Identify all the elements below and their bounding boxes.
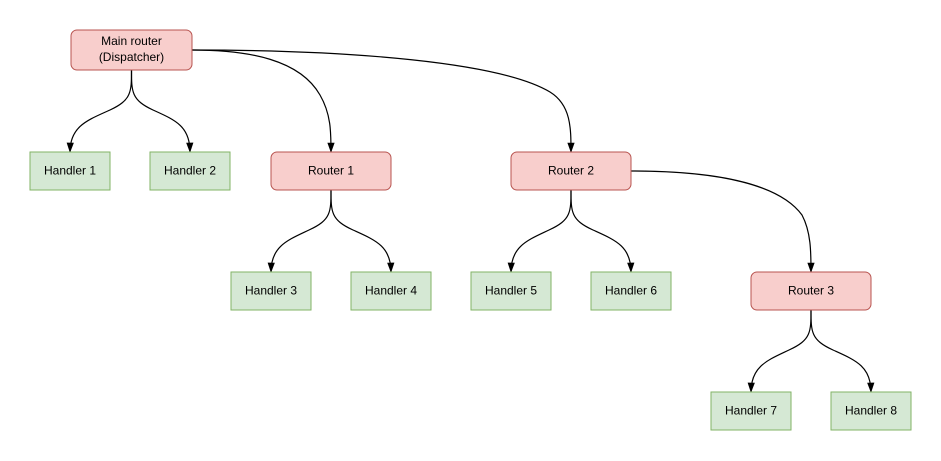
edge-line (130, 69, 191, 153)
edge-arrowhead-icon (507, 262, 515, 273)
diagram-node-handler-8[interactable]: Handler 8 (830, 391, 912, 431)
nodes-layer: Main router (Dispatcher) Handler 1 Handler … (29, 29, 912, 431)
diagram-node-router-1[interactable]: Router 1 (270, 151, 392, 191)
diagram-edge (191, 49, 335, 153)
handler-box[interactable] (470, 271, 552, 311)
handler-box[interactable] (830, 391, 912, 431)
node-label: Router 2 (548, 164, 594, 178)
node-label: Handler 4 (365, 284, 417, 298)
edge-line (750, 309, 812, 393)
node-label: Handler 1 (44, 164, 96, 178)
diagram-node-handler-1[interactable]: Handler 1 (29, 151, 111, 191)
edge-line (810, 309, 872, 393)
node-label: Router 1 (308, 164, 354, 178)
diagram-node-handler-3[interactable]: Handler 3 (230, 271, 312, 311)
edge-arrowhead-icon (327, 142, 335, 153)
diagram-edge (191, 49, 575, 153)
handler-box[interactable] (149, 151, 231, 191)
node-label: Handler 5 (485, 284, 537, 298)
edge-line (510, 189, 572, 273)
diagram-edge (267, 189, 332, 273)
handler-box[interactable] (350, 271, 432, 311)
diagram-edge (570, 189, 635, 273)
router-box[interactable] (750, 271, 872, 311)
diagram-edge (330, 189, 395, 273)
diagram-node-handler-2[interactable]: Handler 2 (149, 151, 231, 191)
edge-arrowhead-icon (66, 142, 74, 153)
edge-line (191, 49, 332, 153)
diagram-node-handler-7[interactable]: Handler 7 (710, 391, 792, 431)
edge-arrowhead-icon (267, 262, 275, 273)
handler-box[interactable] (710, 391, 792, 431)
handler-box[interactable] (590, 271, 672, 311)
diagram-node-handler-4[interactable]: Handler 4 (350, 271, 432, 311)
diagram-node-router-2[interactable]: Router 2 (510, 151, 632, 191)
edge-arrowhead-icon (186, 142, 194, 153)
router-box[interactable] (70, 29, 193, 71)
node-label: Router 3 (788, 284, 834, 298)
node-label-line-2: (Dispatcher) (99, 50, 164, 64)
handler-box[interactable] (29, 151, 111, 191)
diagram-edge (507, 189, 572, 273)
edge-line (330, 189, 392, 273)
node-label-line-1: Main router (101, 34, 162, 48)
edge-line (69, 69, 133, 153)
diagram-edge (66, 69, 133, 153)
edge-arrowhead-icon (627, 262, 635, 273)
diagram-edge (630, 170, 815, 273)
edge-arrowhead-icon (747, 382, 755, 393)
node-label: Handler 2 (164, 164, 216, 178)
edge-line (270, 189, 332, 273)
diagram-node-handler-5[interactable]: Handler 5 (470, 271, 552, 311)
edge-line (191, 49, 572, 153)
diagram-edge (810, 309, 875, 393)
diagram-node-handler-6[interactable]: Handler 6 (590, 271, 672, 311)
diagram-edge (130, 69, 194, 153)
diagram-node-main-router[interactable]: Main router (Dispatcher) (70, 29, 193, 71)
node-label: Handler 8 (845, 404, 897, 418)
edge-arrowhead-icon (387, 262, 395, 273)
edge-arrowhead-icon (867, 382, 875, 393)
diagram-edge (747, 309, 812, 393)
edge-line (630, 170, 812, 273)
handler-box[interactable] (230, 271, 312, 311)
router-box[interactable] (270, 151, 392, 191)
edge-arrowhead-icon (807, 262, 815, 273)
edges-layer (66, 49, 875, 393)
edge-arrowhead-icon (567, 142, 575, 153)
router-box[interactable] (510, 151, 632, 191)
node-label: Handler 6 (605, 284, 657, 298)
node-label: Handler 7 (725, 404, 777, 418)
node-label: Handler 3 (245, 284, 297, 298)
diagram-node-router-3[interactable]: Router 3 (750, 271, 872, 311)
edge-line (570, 189, 632, 273)
